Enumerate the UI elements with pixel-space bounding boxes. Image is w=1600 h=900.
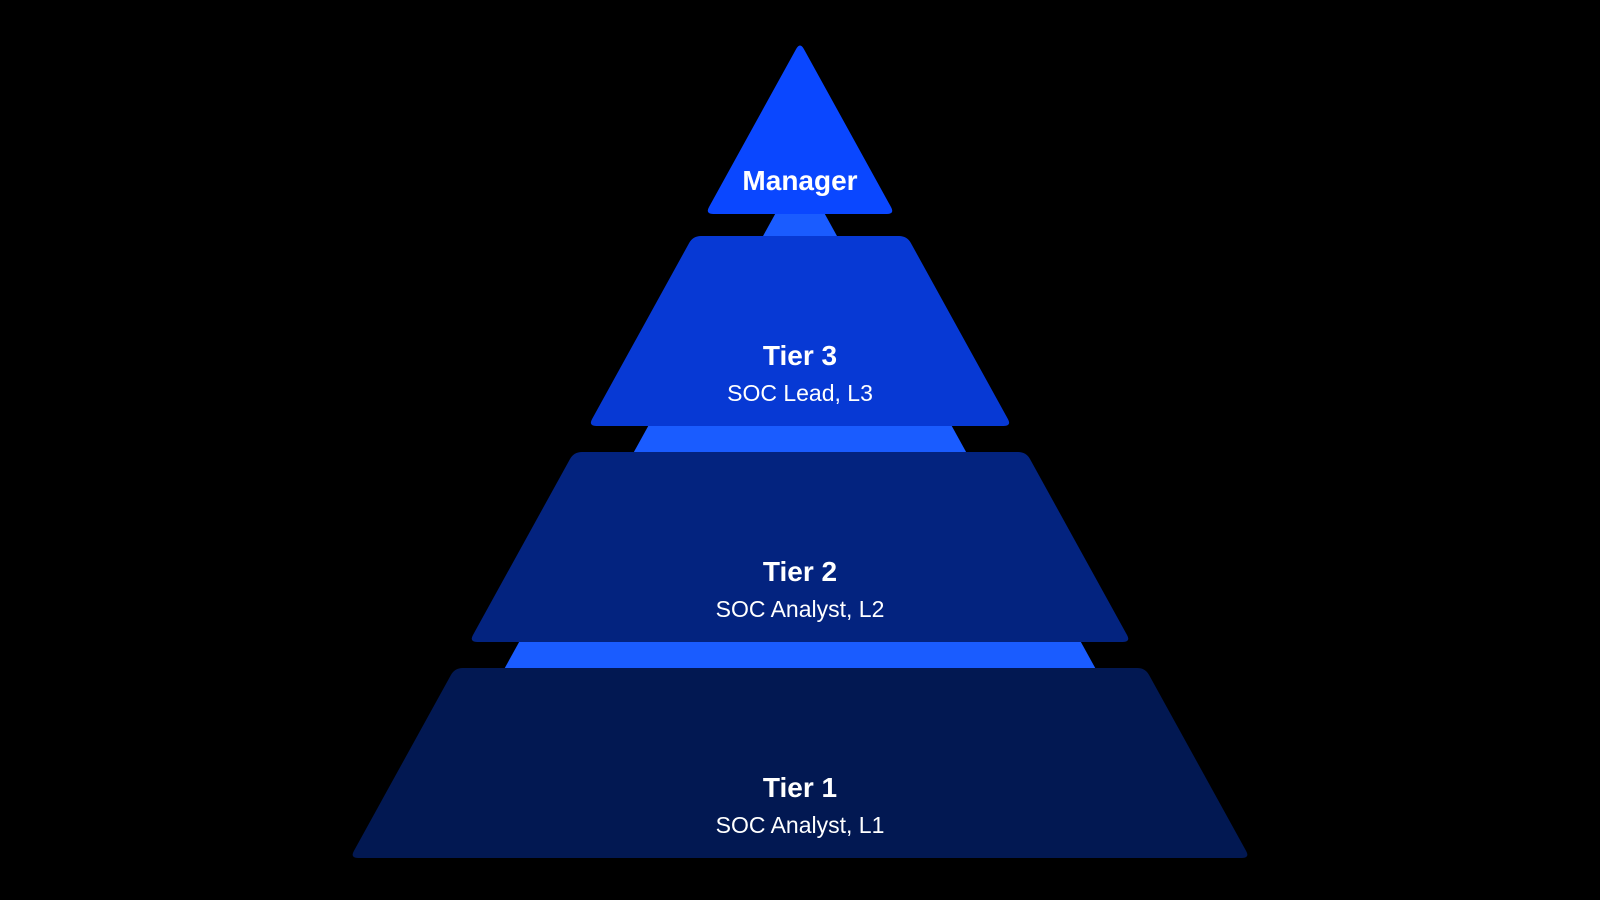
manager-title: Manager [742, 165, 857, 196]
pyramid-level-manager [707, 45, 893, 214]
tier-3-subtitle: SOC Lead, L3 [727, 380, 873, 406]
connector-band-1 [760, 210, 840, 240]
tier-1-subtitle: SOC Analyst, L1 [716, 812, 885, 838]
tier-2-subtitle: SOC Analyst, L2 [716, 596, 885, 622]
pyramid-level-tier-2 [471, 452, 1129, 642]
connector-band-3 [502, 638, 1098, 672]
pyramid-level-tier-1 [352, 668, 1248, 858]
pyramid-level-tier-3 [590, 236, 1010, 426]
tier-1-title: Tier 1 [763, 772, 837, 803]
tier-3-title: Tier 3 [763, 340, 837, 371]
tier-2-title: Tier 2 [763, 556, 837, 587]
connector-band-2 [631, 422, 969, 456]
